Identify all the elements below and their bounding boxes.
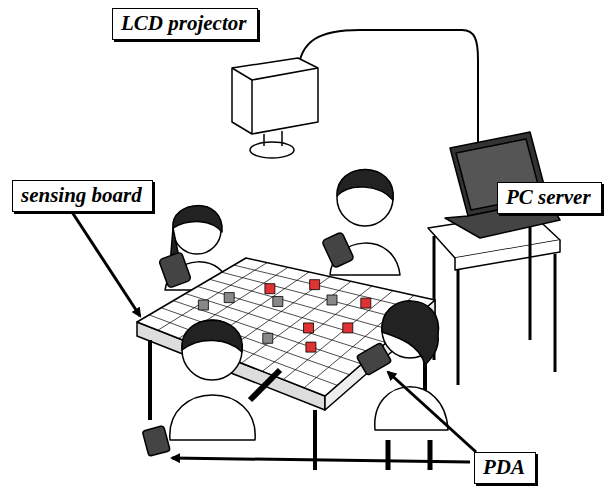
game-piece [263,333,273,343]
game-piece [198,300,208,310]
label-box: PDA [474,452,536,484]
callout-label: LCD projector [113,9,257,37]
game-piece [304,323,314,333]
game-piece [273,297,283,307]
game-piece [343,323,353,333]
game-piece [361,298,371,308]
label-box: PC server [497,182,602,214]
label-box: LCD projector [112,8,258,40]
game-piece [306,342,316,352]
label-box: sensing board [12,180,153,212]
callout-label: sensing board [13,181,152,209]
callout-label: PDA [475,453,535,481]
game-piece [327,295,337,305]
game-piece [265,284,275,294]
game-piece [224,293,234,303]
callout-label: PC server [498,183,601,211]
game-piece [310,280,320,290]
